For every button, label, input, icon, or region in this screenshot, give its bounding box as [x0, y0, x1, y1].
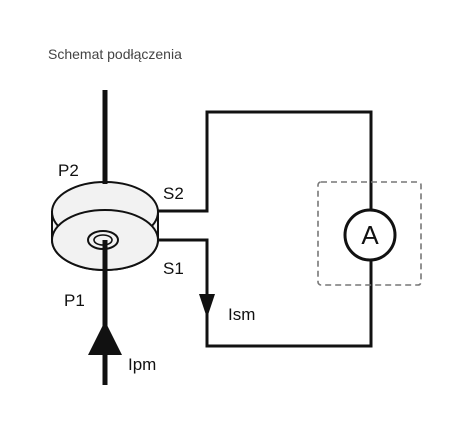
label-ism: Ism	[228, 305, 255, 324]
s2-wire	[158, 110, 373, 213]
s1-wire	[158, 238, 373, 348]
diagram-title: Schemat podłączenia	[48, 46, 182, 62]
label-ipm: Ipm	[128, 355, 156, 374]
meter-dashed-box	[317, 181, 422, 286]
ipm-arrow	[88, 321, 122, 355]
label-s1: S1	[163, 259, 184, 278]
label-s2: S2	[163, 184, 184, 203]
ism-arrow	[199, 294, 215, 318]
label-p2: P2	[58, 161, 79, 180]
ammeter-label: A	[361, 220, 379, 250]
ammeter-circle	[343, 208, 397, 262]
label-p1: P1	[64, 291, 85, 310]
